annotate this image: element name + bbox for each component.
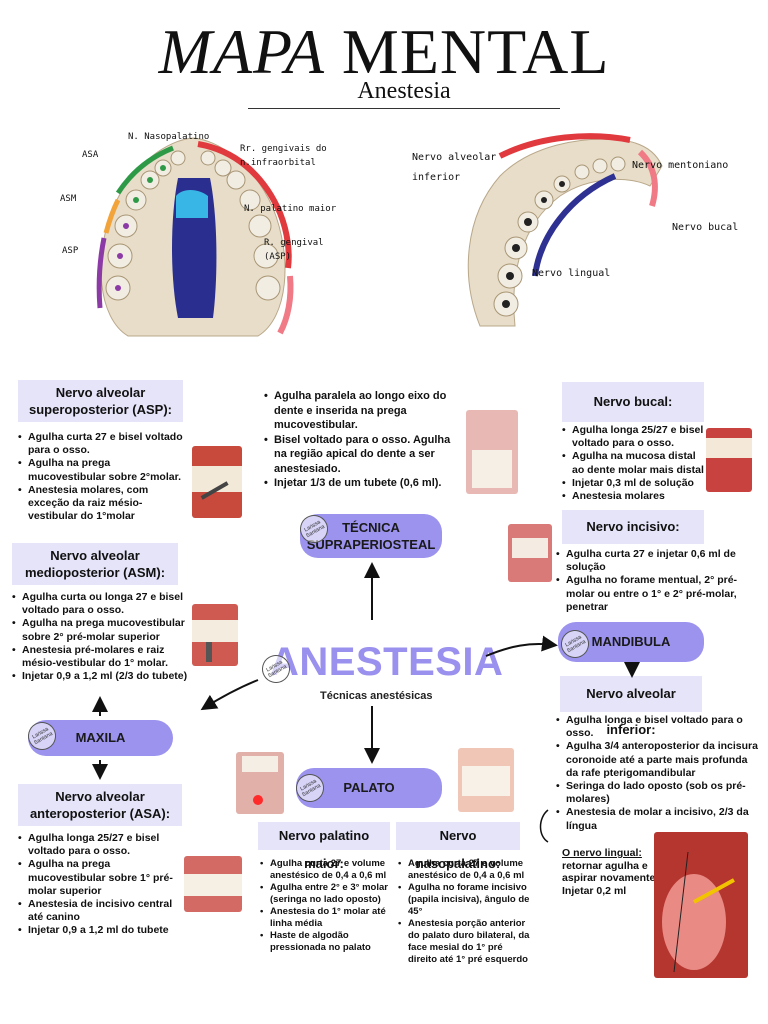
nasopalatine-region bbox=[176, 190, 208, 218]
nasopalatino-heading: Nervo nasopalatino: bbox=[396, 822, 520, 871]
palatino-maior-item: Agulha curta 27 e volume anestésico de 0… bbox=[260, 858, 396, 882]
label-alveolar-line1: Nervo alveolar bbox=[412, 152, 497, 163]
asa-item: Agulha longa 25/27 e bisel voltado para … bbox=[18, 832, 188, 858]
arrow-to-maxila bbox=[200, 679, 259, 711]
supraperiosteal-photo bbox=[466, 410, 518, 494]
supraperiosteal-item: Agulha paralela ao longo eixo do dente e… bbox=[264, 389, 464, 433]
label-alveolar-line2: inferior bbox=[412, 172, 461, 183]
bucal-list: Agulha longa 25/27 e bisel voltado para … bbox=[562, 424, 708, 503]
center-title: ANESTESIA bbox=[270, 640, 504, 684]
lingual-note-volume: Injetar 0,2 ml bbox=[562, 884, 627, 897]
asm-list: Agulha curta ou longa 27 e bisel voltado… bbox=[12, 591, 192, 684]
asa-item: Anestesia de incisivo central até canino bbox=[18, 898, 188, 924]
asm-photo bbox=[192, 604, 238, 666]
asp-photo bbox=[192, 446, 242, 518]
label-asp: ASP bbox=[62, 246, 79, 256]
bracket-lingual bbox=[539, 809, 549, 843]
title-part-mental: MENTAL bbox=[341, 16, 610, 87]
asa-photo bbox=[184, 856, 242, 912]
label-gengivais-line2: n.infraorbital bbox=[240, 158, 316, 168]
palatino-maior-item: Anestesia do 1° molar até linha média bbox=[260, 906, 396, 930]
label-gengivais: Rr. gengivais do n.infraorbital bbox=[240, 142, 327, 170]
alveolar-inferior-item: Seringa do lado oposto (sob os pré-molar… bbox=[556, 780, 760, 806]
mentonian-nerve-line bbox=[498, 133, 631, 159]
alveolar-inferior-item: Anestesia de molar a incisivo, 2/3 da lí… bbox=[556, 806, 760, 832]
mandible-illustration bbox=[467, 133, 663, 327]
label-gengival-line1: R. gengival bbox=[264, 238, 324, 248]
supraperiosteal-pill-line2: SUPRAPERIOSTEAL bbox=[306, 537, 436, 552]
palato-photo-right bbox=[458, 748, 514, 812]
center-subtitle: Técnicas anestésicas bbox=[320, 690, 433, 702]
asm-item: Anestesia pré-molares e raiz mésio-vesti… bbox=[12, 644, 192, 670]
alveolar-inferior-photo bbox=[654, 832, 748, 978]
palatino-maior-item: Haste de algodão pressionada no palato bbox=[260, 930, 396, 954]
title-part-mapa: MAPA bbox=[158, 16, 325, 87]
asm-item: Agulha curta ou longa 27 e bisel voltado… bbox=[12, 591, 192, 617]
maxilla-illustration bbox=[96, 137, 294, 337]
label-lingual: Nervo lingual bbox=[532, 268, 611, 279]
label-bucal: Nervo bucal bbox=[672, 222, 739, 233]
asp-list: Agulha curta 27 e bisel voltado para o o… bbox=[18, 431, 190, 523]
alveolar-inferior-list: Agulha longa e bisel voltado para o osso… bbox=[556, 714, 760, 833]
lingual-note: O nervo lingual: retornar agulha e aspir… bbox=[562, 847, 662, 897]
nasopalatino-item: Anestesia porção anterior do palato duro… bbox=[398, 918, 534, 966]
lingual-note-title: O nervo lingual: bbox=[562, 847, 642, 859]
palatino-maior-list: Agulha curta 27 e volume anestésico de 0… bbox=[260, 858, 396, 954]
bucal-heading: Nervo bucal: bbox=[562, 382, 704, 422]
supraperiosteal-pill-line1: TÉCNICA bbox=[342, 520, 400, 535]
asa-item: Agulha na prega mucovestibular sobre 1° … bbox=[18, 858, 188, 898]
asa-heading: Nervo alveolar anteroposterior (ASA): bbox=[18, 784, 182, 826]
supraperiosteal-item: Bisel voltado para o osso. Agulha na reg… bbox=[264, 433, 464, 477]
supraperiosteal-list: Agulha paralela ao longo eixo do dente e… bbox=[264, 389, 464, 491]
label-palatino-maior: N. palatino maior bbox=[244, 204, 337, 214]
incisivo-item: Agulha no forame mentual, 2° pré-molar o… bbox=[556, 574, 762, 614]
lingual-note-text: retornar agulha e aspirar novamente. bbox=[562, 859, 659, 885]
label-mentoniano: Nervo mentoniano bbox=[632, 160, 729, 171]
alveolar-inferior-item: Agulha longa e bisel voltado para o osso… bbox=[556, 714, 760, 740]
label-nasopalatino: N. Nasopalatino bbox=[128, 132, 210, 142]
incisivo-list: Agulha curta 27 e injetar 0,6 ml de solu… bbox=[556, 548, 762, 614]
asa-item: Injetar 0,9 a 1,2 ml do tubete bbox=[18, 924, 188, 937]
label-asa: ASA bbox=[82, 150, 99, 160]
nasopalatino-list: Agulha curta 27 e volume anestésico de 0… bbox=[398, 858, 534, 966]
label-gengival: R. gengival (ASP) bbox=[264, 236, 324, 264]
asa-list: Agulha longa 25/27 e bisel voltado para … bbox=[18, 832, 188, 938]
supraperiosteal-item: Injetar 1/3 de um tubete (0,6 ml). bbox=[264, 476, 464, 491]
label-gengival-line2: (ASP) bbox=[264, 252, 292, 262]
asp-item: Agulha curta 27 e bisel voltado para o o… bbox=[18, 431, 190, 457]
palatino-maior-heading: Nervo palatino maior: bbox=[258, 822, 390, 871]
lingual-nerve-line bbox=[532, 173, 617, 277]
label-gengivais-line1: Rr. gengivais do bbox=[240, 144, 327, 154]
page-subtitle: Anestesia bbox=[357, 78, 451, 104]
label-asm: ASM bbox=[60, 194, 77, 204]
asm-heading: Nervo alveolar medioposterior (ASM): bbox=[12, 543, 178, 585]
alveolar-inferior-item: Agulha 3/4 anteroposterior da incisura c… bbox=[556, 740, 760, 780]
header-divider bbox=[248, 108, 560, 109]
asp-item: Agulha na prega mucovestibular sobre 2°m… bbox=[18, 457, 190, 483]
buccal-nerve-line bbox=[637, 149, 658, 207]
incisivo-item: Agulha curta 27 e injetar 0,6 ml de solu… bbox=[556, 548, 762, 574]
incisivo-photo bbox=[508, 524, 552, 582]
bucal-item: Agulha na mucosa distal ao dente molar m… bbox=[562, 450, 708, 476]
page-title: MAPA MENTAL bbox=[0, 20, 768, 84]
incisivo-heading: Nervo incisivo: bbox=[562, 510, 704, 544]
palato-photo-left bbox=[236, 752, 284, 814]
alveolar-inferior-heading: Nervo alveolar inferior: bbox=[560, 676, 702, 737]
asm-item: Injetar 0,9 a 1,2 ml (2/3 do tubete) bbox=[12, 670, 192, 683]
nasopalatino-item: Agulha no forame incisivo (papila incisi… bbox=[398, 882, 534, 918]
palatino-maior-item: Agulha entre 2° e 3° molar (seringa no l… bbox=[260, 882, 396, 906]
asp-heading: Nervo alveolar superoposterior (ASP): bbox=[18, 380, 183, 422]
bucal-item: Anestesia molares bbox=[562, 490, 708, 503]
asm-item: Agulha na prega mucovestibular sobre 2° … bbox=[12, 617, 192, 643]
nasopalatino-item: Agulha curta 27 e volume anestésico de 0… bbox=[398, 858, 534, 882]
bucal-item: Agulha longa 25/27 e bisel voltado para … bbox=[562, 424, 708, 450]
bucal-photo bbox=[706, 428, 752, 492]
asp-item: Anestesia molares, com exceção da raiz m… bbox=[18, 484, 190, 524]
label-alveolar-inferior: Nervo alveolar inferior bbox=[412, 148, 496, 188]
bucal-item: Injetar 0,3 ml de solução bbox=[562, 477, 708, 490]
